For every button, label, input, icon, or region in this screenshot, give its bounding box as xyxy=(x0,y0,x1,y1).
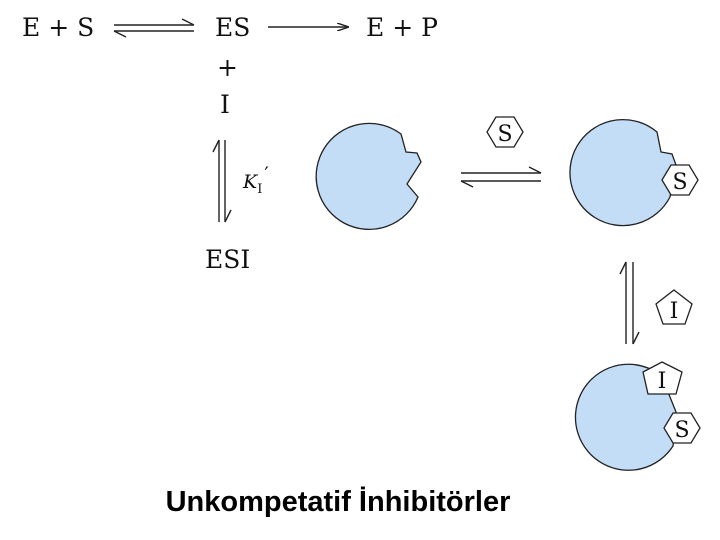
dissociation-constant-label: KI′ xyxy=(242,163,269,197)
equilibrium-arrow-substrate-binding xyxy=(460,166,542,188)
bound-inhibitor-pentagon xyxy=(642,361,683,395)
enzyme-substrate-complex-label: ES xyxy=(215,13,250,42)
bound-substrate-hexagon xyxy=(661,164,699,196)
inhibitor-shape-label: I xyxy=(670,299,679,324)
enzyme-substrate-enzyme-shape xyxy=(569,118,677,227)
constant-symbol: K xyxy=(242,171,259,193)
ternary-substrate-label: S xyxy=(674,418,689,443)
constant-subscript: I xyxy=(257,182,262,197)
slide-title: Unkompetatif İnhibitörler xyxy=(165,486,511,518)
ternary-substrate-hexagon xyxy=(663,412,701,444)
products-label: E + P xyxy=(366,13,438,42)
substrate-label: S xyxy=(497,122,512,147)
equilibrium-arrow-inhibitor-binding xyxy=(619,261,640,345)
bound-substrate-label: S xyxy=(672,170,687,195)
inhibitor-pentagon xyxy=(655,289,693,325)
free-enzyme-shape xyxy=(315,122,422,230)
reactants-label: E + S xyxy=(22,13,94,42)
substrate-hexagon xyxy=(486,116,524,148)
equilibrium-arrow-es xyxy=(113,18,195,38)
bound-inhibitor-label: I xyxy=(658,369,667,394)
inhibitor-label: I xyxy=(220,90,230,119)
ternary-complex-label: ESI xyxy=(205,245,250,274)
plus-sign: + xyxy=(217,53,238,82)
constant-prime: ′ xyxy=(264,163,268,185)
equilibrium-arrow-esi xyxy=(212,139,232,223)
